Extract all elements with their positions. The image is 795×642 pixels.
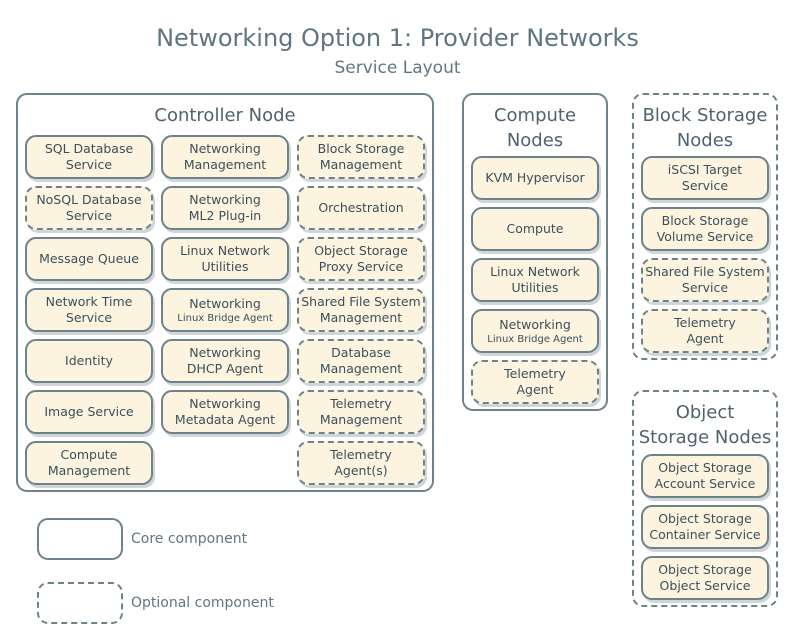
legend-optional-label: Optional component	[131, 595, 274, 611]
object-storage-object-service: Object Storage Object Service	[641, 556, 769, 600]
legend-core-swatch	[37, 518, 123, 560]
nosql-database-service: NoSQL Database Service	[25, 186, 153, 230]
orchestration: Orchestration	[297, 186, 425, 230]
telemetry-agents: Telemetry Agent(s)	[297, 441, 425, 485]
compute-nodes-title: Compute Nodes	[493, 105, 577, 151]
block-telemetry-agent: Telemetry Agent	[641, 309, 769, 353]
block-storage-management: Block Storage Management	[297, 135, 425, 179]
object-storage-proxy-service: Object Storage Proxy Service	[297, 237, 425, 281]
object-storage-container-service: Object Storage Container Service	[641, 505, 769, 549]
kvm-hypervisor: KVM Hypervisor	[471, 156, 599, 200]
linux-network-utilities: Linux Network Utilities	[161, 237, 289, 281]
compute-telemetry-agent: Telemetry Agent	[471, 360, 599, 404]
legend-core-label: Core component	[131, 531, 248, 547]
compute-networking-linux-bridge-agent: Networking Linux Bridge Agent	[471, 309, 599, 353]
networking-dhcp-agent: Networking DHCP Agent	[161, 339, 289, 383]
networking-metadata-agent: Networking Metadata Agent	[161, 390, 289, 434]
compute-management: Compute Management	[25, 441, 153, 485]
block-storage-volume-service: Block Storage Volume Service	[641, 207, 769, 251]
legend-optional-swatch	[37, 582, 123, 624]
compute-linux-network-utilities: Linux Network Utilities	[471, 258, 599, 302]
networking-management: Networking Management	[161, 135, 289, 179]
networking-linux-bridge-agent: Networking Linux Bridge Agent	[161, 288, 289, 332]
network-time-service: Network Time Service	[25, 288, 153, 332]
object-storage-nodes-title: Object Storage Nodes	[638, 402, 772, 448]
shared-file-system-management: Shared File System Management	[297, 288, 425, 332]
networking-ml2-plugin: Networking ML2 Plug-in	[161, 186, 289, 230]
compute-service: Compute	[471, 207, 599, 251]
telemetry-management: Telemetry Management	[297, 390, 425, 434]
controller-node-title: Controller Node	[154, 105, 296, 126]
diagram-title: Networking Option 1: Provider Networks	[156, 24, 639, 52]
sql-database-service: SQL Database Service	[25, 135, 153, 179]
compute-nodes-group: Compute Nodes	[462, 93, 608, 411]
image-service: Image Service	[25, 390, 153, 434]
object-storage-account-service: Object Storage Account Service	[641, 454, 769, 498]
database-management: Database Management	[297, 339, 425, 383]
message-queue: Message Queue	[25, 237, 153, 281]
iscsi-target-service: iSCSI Target Service	[641, 156, 769, 200]
identity-service: Identity	[25, 339, 153, 383]
shared-file-system-service: Shared File System Service	[641, 258, 769, 302]
diagram-subtitle: Service Layout	[334, 58, 461, 78]
block-storage-nodes-title: Block Storage Nodes	[642, 105, 768, 151]
